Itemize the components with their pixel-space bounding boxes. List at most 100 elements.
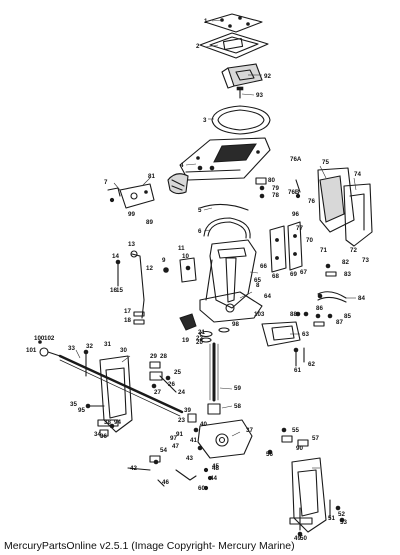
leader-lines bbox=[75, 19, 357, 469]
bolts-31-32 bbox=[83, 349, 89, 377]
hardware-82-83 bbox=[325, 263, 337, 277]
part-callout-49: 49 bbox=[294, 535, 301, 542]
part-callout-77: 77 bbox=[296, 225, 303, 232]
part-callout-57: 57 bbox=[312, 435, 319, 442]
part-callout-85: 85 bbox=[344, 313, 351, 320]
bracket-63 bbox=[261, 321, 301, 347]
part-callout-45: 45 bbox=[212, 463, 219, 470]
part-callout-47: 47 bbox=[172, 443, 179, 450]
part-callout-41: 41 bbox=[190, 437, 197, 444]
part-callout-91: 91 bbox=[176, 431, 183, 438]
part-callout-103: 103 bbox=[254, 311, 265, 318]
hardware-76-80 bbox=[255, 177, 301, 199]
part-callout-100: 100 bbox=[34, 335, 45, 342]
top-gasket-assembly bbox=[199, 32, 269, 59]
part-callout-59: 59 bbox=[234, 385, 241, 392]
part-callout-72: 72 bbox=[350, 247, 357, 254]
part-callout-62: 62 bbox=[308, 361, 315, 368]
part-callout-51: 51 bbox=[328, 515, 335, 522]
hardware-85-88 bbox=[295, 311, 333, 327]
part-callout-27: 27 bbox=[154, 389, 161, 396]
part-callout-21: 21 bbox=[198, 329, 205, 336]
part-callout-87: 87 bbox=[336, 319, 343, 326]
cover-75 bbox=[317, 167, 355, 233]
part-callout-95: 95 bbox=[78, 407, 85, 414]
part-callout-24: 24 bbox=[178, 389, 185, 396]
part-callout-81: 81 bbox=[148, 173, 155, 180]
part-callout-43: 43 bbox=[186, 455, 193, 462]
part-callout-53: 53 bbox=[340, 519, 347, 526]
hardware-49-53 bbox=[297, 499, 345, 537]
hardware-55-57 bbox=[267, 427, 309, 455]
part-callout-5: 5 bbox=[198, 207, 202, 214]
part-callout-69: 69 bbox=[290, 271, 297, 278]
part-callout-6: 6 bbox=[198, 228, 202, 235]
part-callout-12: 12 bbox=[146, 265, 153, 272]
hardware-39-41 bbox=[187, 413, 203, 451]
bracket-81 bbox=[119, 183, 155, 209]
part-callout-82: 82 bbox=[342, 259, 349, 266]
part-callout-22: 22 bbox=[196, 335, 203, 342]
clamp-bracket-30 bbox=[97, 355, 133, 433]
hardware-42-48 bbox=[127, 455, 213, 491]
callout-labels: 1292933480797876A76B75747819989569676707… bbox=[26, 18, 369, 542]
part-callout-64: 64 bbox=[264, 293, 271, 300]
part-callout-1: 1 bbox=[204, 18, 208, 25]
part-callout-16: 16 bbox=[110, 287, 117, 294]
grommet-part bbox=[167, 173, 189, 195]
part-callout-96: 96 bbox=[292, 211, 299, 218]
part-callout-79: 79 bbox=[272, 185, 279, 192]
part-callout-34: 34 bbox=[94, 431, 101, 438]
part-callout-10: 10 bbox=[182, 253, 189, 260]
clip-7 bbox=[107, 187, 121, 203]
bolt-93 bbox=[236, 86, 244, 99]
part-callout-26: 26 bbox=[168, 381, 175, 388]
part-callout-28: 28 bbox=[160, 353, 167, 360]
part-callout-73: 73 bbox=[362, 257, 369, 264]
seal-ring-3 bbox=[211, 105, 271, 135]
part-callout-39: 39 bbox=[184, 407, 191, 414]
part-callout-88: 88 bbox=[290, 311, 297, 318]
sleeve-58 bbox=[207, 403, 221, 415]
part-callout-54: 54 bbox=[160, 447, 167, 454]
part-callout-75: 75 bbox=[322, 159, 329, 166]
part-callout-13: 13 bbox=[128, 241, 135, 248]
part-callout-74: 74 bbox=[354, 171, 361, 178]
part-callout-31: 31 bbox=[104, 341, 111, 348]
part-callout-93: 93 bbox=[256, 92, 263, 99]
part-callout-102: 102 bbox=[44, 335, 55, 342]
part-callout-84: 84 bbox=[358, 295, 365, 302]
plate-68-69 bbox=[269, 221, 303, 273]
part-callout-98: 98 bbox=[232, 321, 239, 328]
bolts-61-62 bbox=[293, 347, 305, 367]
part-callout-94: 94 bbox=[114, 419, 121, 426]
link-84 bbox=[317, 291, 347, 303]
part-callout-40: 40 bbox=[200, 421, 207, 428]
part-callout-48: 48 bbox=[212, 465, 219, 472]
pin-17-18 bbox=[133, 311, 145, 325]
part-callout-46: 46 bbox=[162, 479, 169, 486]
hardware-24-29 bbox=[149, 361, 177, 393]
tray-92 bbox=[221, 63, 263, 89]
part-callout-97: 97 bbox=[170, 435, 177, 442]
part-callout-11: 11 bbox=[178, 245, 185, 252]
part-callout-33: 33 bbox=[68, 345, 75, 352]
part-callout-60: 60 bbox=[198, 485, 205, 492]
lever-13-14 bbox=[115, 250, 145, 319]
part-callout-67: 67 bbox=[300, 269, 307, 276]
bottom-cowl-4 bbox=[179, 137, 271, 181]
part-callout-80: 80 bbox=[268, 177, 275, 184]
part-callout-30: 30 bbox=[120, 347, 127, 354]
part-callout-37: 37 bbox=[246, 427, 253, 434]
part-callout-63: 63 bbox=[302, 331, 309, 338]
part-callout-78: 78 bbox=[272, 192, 279, 199]
bracket-9-10 bbox=[163, 257, 197, 283]
gasket-5 bbox=[199, 203, 249, 211]
part-callout-19: 19 bbox=[182, 337, 189, 344]
part-callout-36: 36 bbox=[100, 433, 107, 440]
seal-6 bbox=[203, 217, 251, 239]
part-callout-20: 20 bbox=[196, 339, 203, 346]
knob-101-102 bbox=[38, 340, 61, 357]
part-callout-58: 58 bbox=[234, 403, 241, 410]
